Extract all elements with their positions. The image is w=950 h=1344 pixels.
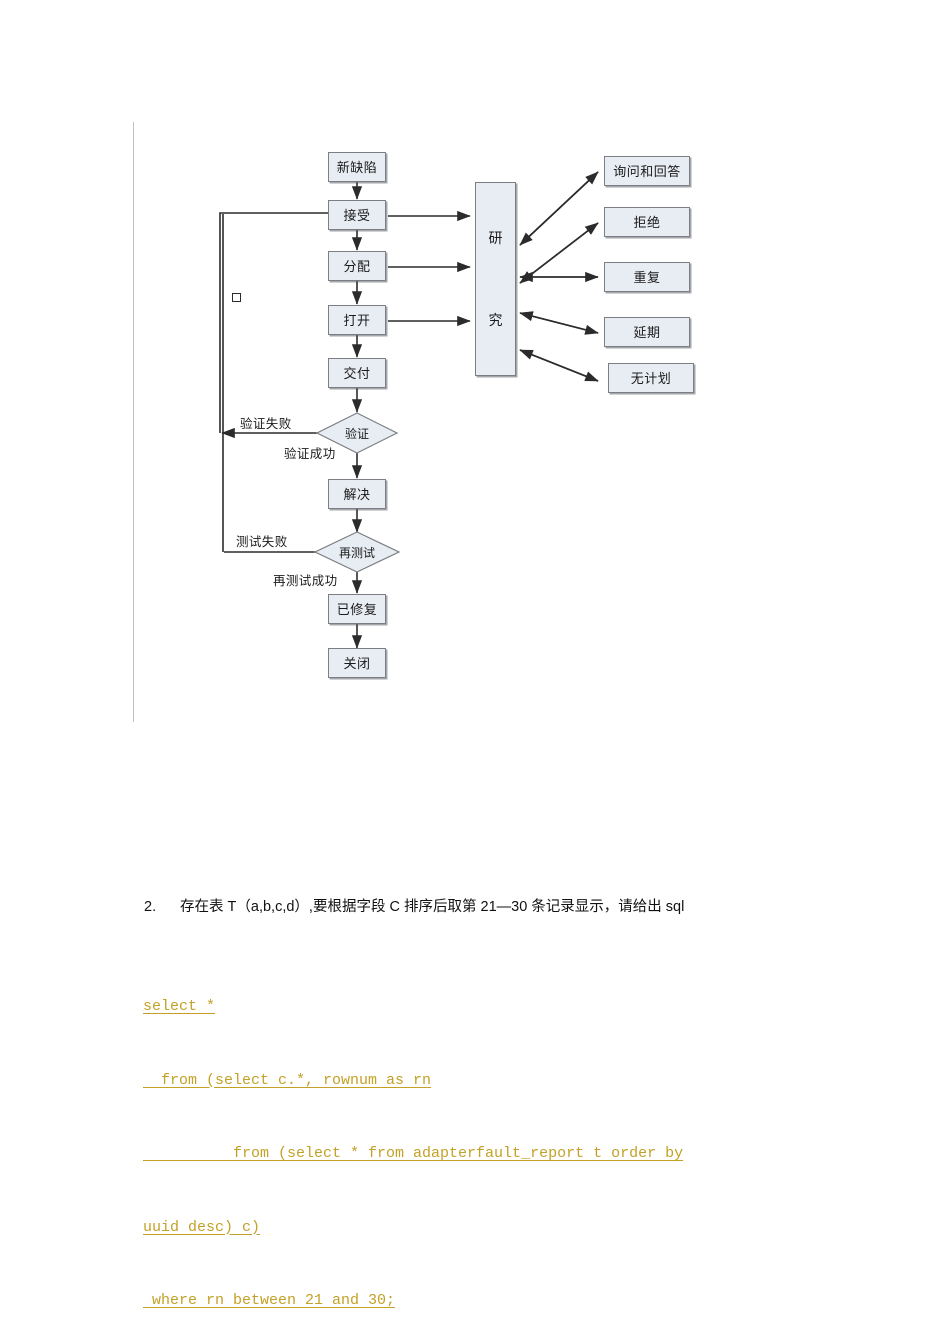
flow-node-research-char-bottom: 究 [488, 314, 503, 329]
flow-edge-label-verify-success: 验证成功 [284, 447, 336, 461]
question-text: 存在表 T（a,b,c,d）,要根据字段 C 排序后取第 21—30 条记录显示… [180, 899, 685, 915]
flow-node-label: 重复 [633, 269, 661, 285]
sql-line-1: select * [143, 998, 216, 1015]
flow-node-research[interactable]: 研 究 [475, 182, 516, 376]
flow-node-label: 解决 [343, 486, 371, 502]
flow-node-deliver[interactable]: 交付 [328, 358, 386, 388]
missing-glyph-box [232, 293, 241, 302]
question-line: 2. 存在表 T（a,b,c,d）,要根据字段 C 排序后取第 21—30 条记录… [144, 897, 844, 919]
flow-node-label: 交付 [343, 365, 371, 381]
flow-node-label: 关闭 [343, 655, 371, 671]
flow-node-fixed[interactable]: 已修复 [328, 594, 386, 624]
flow-node-label: 接受 [343, 207, 371, 223]
flowchart-connectors [219, 171, 599, 649]
flow-node-resolve[interactable]: 解决 [328, 479, 386, 509]
flow-node-label: 新缺陷 [336, 159, 378, 175]
flow-node-inquiry-and-answer[interactable]: 询问和回答 [604, 156, 690, 186]
flow-node-label: 询问和回答 [613, 163, 681, 179]
flow-node-label: 分配 [343, 258, 371, 274]
flow-node-research-char-top: 研 [488, 232, 503, 247]
flow-node-label: 已修复 [336, 601, 378, 617]
document-left-rule [133, 122, 134, 722]
flow-edge-label-test-fail: 测试失败 [236, 535, 288, 549]
flow-edge-label-verify-fail: 验证失败 [240, 417, 292, 431]
flow-node-duplicate[interactable]: 重复 [604, 262, 690, 292]
flow-node-label: 无计划 [630, 370, 672, 386]
flow-node-closed[interactable]: 关闭 [328, 648, 386, 678]
flow-node-new-defect[interactable]: 新缺陷 [328, 152, 386, 182]
flow-node-accept[interactable]: 接受 [328, 200, 386, 230]
question-number: 2. [144, 899, 157, 915]
flow-node-label: 打开 [343, 312, 371, 328]
sql-line-5: where rn between 21 and 30; [143, 1292, 396, 1309]
defect-lifecycle-flowchart: 新缺陷 接受 分配 打开 交付 验证 再测试 解决 已修复 关闭 研 究 询问和… [219, 152, 694, 678]
flow-node-reject[interactable]: 拒绝 [604, 207, 690, 237]
flow-node-label: 延期 [633, 324, 661, 340]
sql-line-4: uuid desc) c) [143, 1218, 261, 1236]
flow-edge-label-retest-success: 再测试成功 [273, 574, 338, 588]
sql-line-2: from (select c.*, rownum as rn [143, 1071, 432, 1089]
sql-line-3: from (select * from adapterfault_report … [143, 1145, 684, 1162]
flow-node-open[interactable]: 打开 [328, 305, 386, 335]
flow-node-unplanned[interactable]: 无计划 [608, 363, 694, 393]
flow-node-assign[interactable]: 分配 [328, 251, 386, 281]
flow-node-label: 拒绝 [633, 214, 661, 230]
sql-answer-block[interactable]: select * from (select c.*, rownum as rn … [143, 946, 843, 1338]
flow-node-postpone[interactable]: 延期 [604, 317, 690, 347]
